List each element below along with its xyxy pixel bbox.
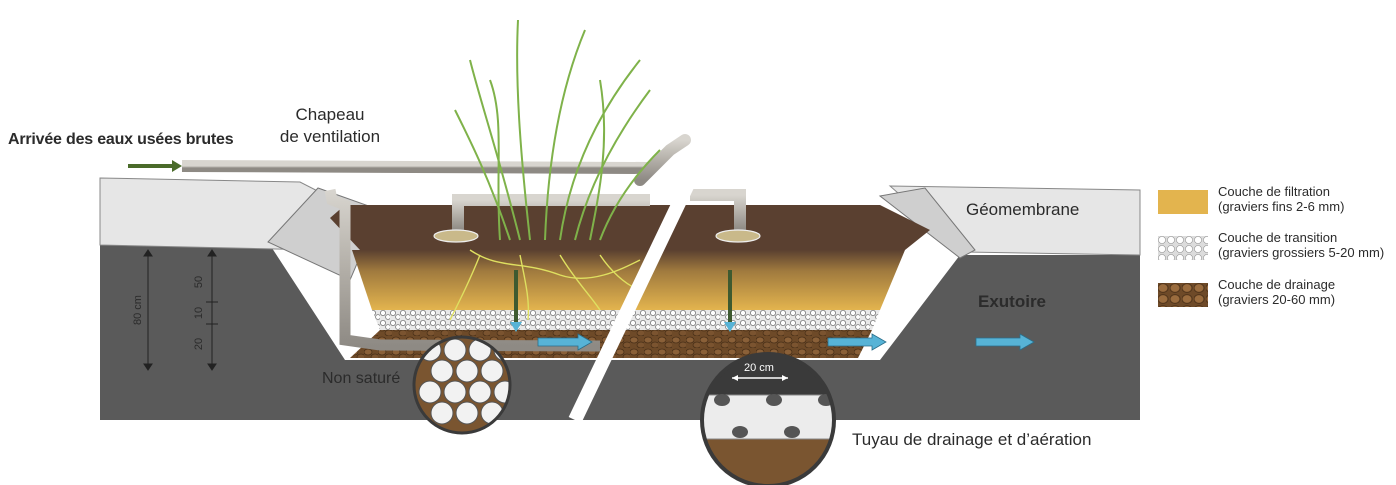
flow-arrow-3	[975, 333, 1035, 351]
distributor-pipe-left	[452, 194, 650, 230]
top-soil-layer	[330, 205, 930, 250]
flow-arrow-1	[537, 333, 593, 351]
legend-item-filtration: Couche de filtration (graviers fins 2-6 …	[1158, 184, 1388, 220]
dim-layer-top-label: 50	[193, 275, 205, 289]
legend-drainage-line2: (graviers 20-60 mm)	[1218, 292, 1336, 307]
legend-item-transition: Couche de transition (graviers grossiers…	[1158, 230, 1388, 266]
drain-pipe-label: Tuyau de drainage et d’aération	[852, 430, 1092, 449]
detail-tuyau	[702, 354, 834, 485]
cutaway-divider	[568, 176, 697, 424]
legend-item-drainage: Couche de drainage (graviers 20-60 mm)	[1158, 277, 1388, 313]
legend-text-transition: Couche de transition (graviers grossiers…	[1218, 230, 1384, 260]
reed-plants	[454, 19, 661, 241]
distributor-pipe-right	[690, 189, 746, 230]
dimension-lines	[143, 249, 218, 371]
legend-text-drainage: Couche de drainage (graviers 20-60 mm)	[1218, 277, 1335, 307]
ventilation-cap-label: Chapeau de ventilation	[270, 104, 390, 148]
legend-drainage-line1: Couche de drainage	[1218, 277, 1336, 292]
splash-left	[433, 229, 479, 243]
geomembrane-label: Géomembrane	[966, 200, 1080, 219]
down-arrow-right-head	[724, 322, 736, 332]
filtration-layer	[352, 250, 905, 310]
ventilation-cap-line2: de ventilation	[279, 127, 381, 146]
flow-arrow-2	[827, 333, 887, 351]
unsaturated-label: Non saturé	[322, 370, 401, 387]
legend-swatch-filtration	[1158, 190, 1208, 214]
soil-mass	[100, 240, 1140, 420]
geomembrane-right	[878, 187, 976, 259]
legend-swatch-transition	[1158, 236, 1208, 260]
inlet-label: Arrivée des eaux usées brutes	[8, 131, 234, 148]
inlet-arrow-head	[172, 160, 182, 172]
dim-layer-bottom-label: 20	[193, 337, 205, 351]
dim-total-label: 80 cm	[132, 295, 144, 325]
legend-filtration-line2: (graviers fins 2-6 mm)	[1218, 199, 1345, 214]
dim-layer-mid-label: 10	[193, 306, 205, 320]
splash-right	[715, 229, 761, 243]
pipe-spacing-label: 20 cm	[744, 362, 774, 374]
ventilation-cap-line1: Chapeau	[295, 105, 365, 124]
legend-transition-line2: (graviers grossiers 5-20 mm)	[1218, 245, 1385, 260]
legend-filtration-line1: Couche de filtration	[1218, 184, 1331, 199]
legend-text-filtration: Couche de filtration (graviers fins 2-6 …	[1218, 184, 1344, 214]
legend-swatch-drainage	[1158, 283, 1208, 307]
down-arrow-left-head	[510, 322, 522, 332]
vertical-feed-pipe	[324, 188, 601, 352]
outlet-label: Exutoire	[978, 292, 1047, 311]
legend-transition-line1: Couche de transition	[1218, 230, 1338, 245]
inlet-pipe	[181, 160, 651, 174]
flow-arrows	[537, 333, 1035, 351]
ventilation-pipe	[634, 134, 691, 186]
